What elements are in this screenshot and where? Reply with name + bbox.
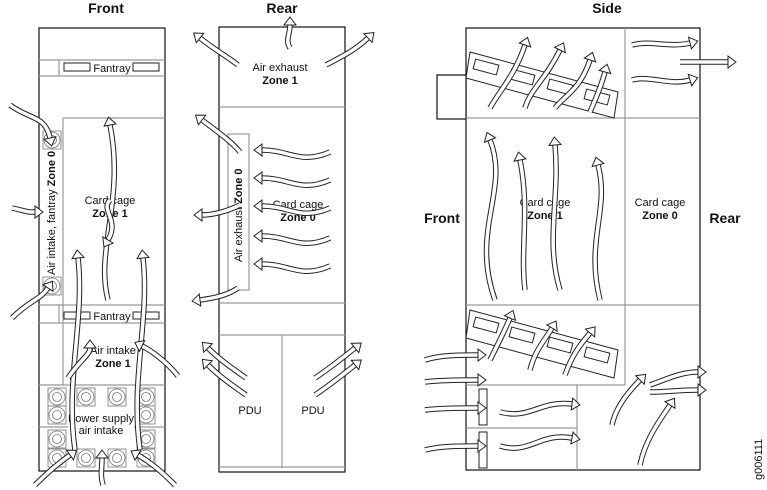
airflow-arrow-icon xyxy=(587,63,612,114)
side-card-cage-0-label: Card cage xyxy=(635,197,686,209)
airflow-arrow-icon xyxy=(609,373,647,426)
airflow-arrow-icon xyxy=(313,359,362,398)
power-supply-label-line2: air intake xyxy=(79,425,124,437)
airflow-arrow-icon xyxy=(33,449,78,487)
airflow-arrow-icon xyxy=(552,51,597,110)
airflow-arrow-icon xyxy=(134,249,151,451)
airflow-arrow-icon xyxy=(637,397,676,466)
airflow-arrow-icon xyxy=(201,341,248,381)
airflow-arrow-icon xyxy=(253,143,332,161)
airflow-arrow-icon xyxy=(134,339,181,378)
figure-id: g006111 xyxy=(753,439,765,480)
airflow-arrow-icon xyxy=(527,320,558,371)
airflow-arrow-icon xyxy=(631,73,699,87)
side-view-title: Side xyxy=(592,0,622,16)
airflow-arrow-icon xyxy=(253,171,332,189)
airflow-arrow-icon xyxy=(130,449,177,487)
airflow-arrow-icon xyxy=(487,309,517,362)
rear-view-title: Rear xyxy=(266,0,298,16)
airflow-arrow-icon xyxy=(8,102,57,147)
front-fantray-bottom-label: Fantray xyxy=(93,311,131,323)
airflow-arrow-icon xyxy=(194,114,243,154)
airflow-arrow-icon xyxy=(680,55,737,69)
airflow-arrow-icon xyxy=(69,249,86,451)
front-air-intake-zone: Zone 1 xyxy=(95,358,130,370)
rear-exhaust-label: Air exhaust xyxy=(252,62,307,74)
airflow-arrow-icon xyxy=(631,36,699,50)
airflow-arrow-icon xyxy=(10,280,54,320)
airflow-arrow-icon xyxy=(424,348,487,363)
airflow-arrow-icon xyxy=(193,32,240,68)
rear-side-exhaust-label: Air exhaust Zone 0 xyxy=(233,168,245,262)
airflow-arrow-icon xyxy=(324,32,375,68)
airflow-arrow-icon xyxy=(513,151,528,291)
front-protrusion xyxy=(436,74,467,120)
airflow-arrow-icon xyxy=(522,42,567,109)
airflow-arrow-icon xyxy=(283,16,297,50)
airflow-arrow-icon xyxy=(649,365,707,388)
airflow-arrow-icon xyxy=(424,373,487,387)
front-view-title: Front xyxy=(88,0,124,16)
side-rear-label: Rear xyxy=(709,210,741,226)
side-card-cage-0-zone: Zone 0 xyxy=(642,210,677,222)
airflow-arrows xyxy=(8,16,737,487)
airflow-arrow-icon xyxy=(201,358,248,398)
airflow-arrow-icon xyxy=(95,449,109,486)
airflow-arrow-icon xyxy=(649,383,707,397)
front-view: Front Fantray Air intake, fantray Zone 0… xyxy=(38,0,166,472)
airflow-arrow-icon xyxy=(499,431,581,451)
side-card-cage-1-zone: Zone 1 xyxy=(527,210,562,222)
airflow-arrow-icon xyxy=(313,342,362,381)
front-air-intake-label: Air intake xyxy=(90,345,136,357)
power-supply-label-line1: Power supply xyxy=(68,413,135,425)
airflow-arrow-icon xyxy=(487,36,532,110)
airflow-arrow-icon xyxy=(253,199,332,217)
airflow-arrow-icon xyxy=(191,285,240,307)
airflow-arrow-icon xyxy=(102,198,115,248)
airflow-arrow-icon xyxy=(424,439,487,453)
airflow-arrow-icon xyxy=(65,339,97,380)
side-card-cage-1-label: Card cage xyxy=(520,197,571,209)
fantray-handle-icon xyxy=(63,62,91,72)
airflow-arrow-icon xyxy=(483,131,499,301)
side-view: Side Front Rear Card cage Zone 1 Ca xyxy=(424,0,741,471)
side-top-fantray xyxy=(465,51,619,119)
airflow-arrow-icon xyxy=(11,205,44,219)
airflow-arrow-icon xyxy=(424,401,487,415)
rear-exhaust-zone: Zone 1 xyxy=(262,75,297,87)
rear-view: Rear Air exhaust Zone 1 Air exhaust Zone… xyxy=(218,0,346,473)
front-side-intake-label: Air intake, fantray Zone 0 xyxy=(46,151,58,275)
airflow-arrow-icon xyxy=(548,136,563,291)
side-front-label: Front xyxy=(424,210,460,226)
airflow-arrow-icon xyxy=(253,257,332,275)
airflow-arrow-icon xyxy=(562,326,596,376)
front-fantray-top-label: Fantray xyxy=(93,63,131,75)
airflow-arrow-icon xyxy=(193,202,242,222)
pdu-right-label: PDU xyxy=(301,405,324,417)
airflow-arrow-icon xyxy=(253,229,332,247)
airflow-arrow-icon xyxy=(591,156,605,301)
airflow-arrow-icon xyxy=(499,396,581,417)
fantray-handle-icon xyxy=(132,62,160,72)
pdu-left-label: PDU xyxy=(238,405,261,417)
